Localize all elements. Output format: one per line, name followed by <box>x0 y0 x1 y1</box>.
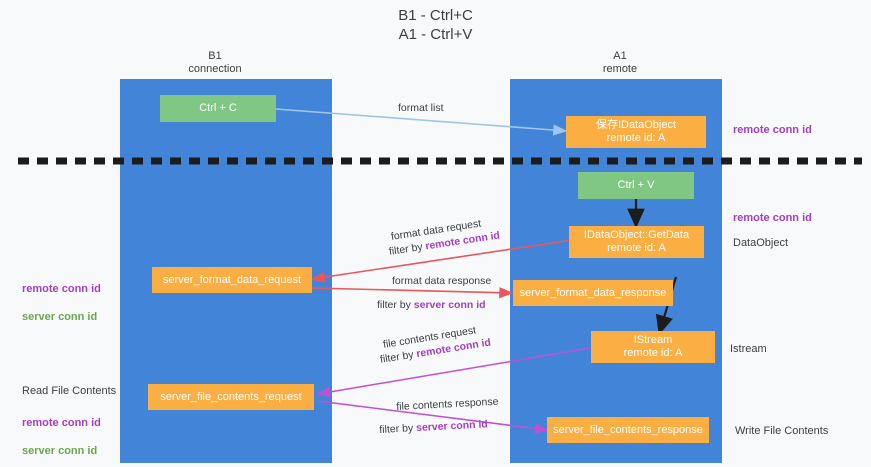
annotation-right-dataobject: DataObject <box>733 237 789 249</box>
column-header-a1: A1 remote <box>602 50 638 75</box>
node-server-file-contents-response[interactable]: server_file_contents_response <box>547 417 709 443</box>
node-ctrl-v[interactable]: Ctrl + V <box>578 172 694 199</box>
annotation-right-remote-conn-id-mid: remote conn id <box>733 212 812 224</box>
filter-prefix: filter by <box>377 299 414 311</box>
node-save-idataobject[interactable]: 保存IDataObject remote id: A <box>566 116 706 148</box>
filter-key-server-conn-id: server conn id <box>413 299 486 311</box>
annotation-server-conn-id: server conn id <box>22 445 98 457</box>
column-header-b1: B1 connection <box>188 50 242 75</box>
arrow-label-format-list: format list <box>398 102 444 114</box>
annotation-left-conn-ids-bottom: remote conn id server conn id <box>22 402 101 458</box>
filter-prefix: filter by <box>379 422 417 436</box>
arrow-label-file-contents-response: file contents response <box>396 395 499 413</box>
annotation-right-istream: Istream <box>730 343 767 355</box>
annotation-left-read-file-contents: Read File Contents <box>22 385 117 397</box>
arrow-label-format-data-response: format data response <box>392 275 492 287</box>
annotation-right-remote-conn-id-top: remote conn id <box>733 124 812 136</box>
arrow-label-file-contents-response-filter: filter by server conn id <box>379 417 488 437</box>
annotation-remote-conn-id: remote conn id <box>22 417 101 429</box>
node-server-file-contents-request[interactable]: server_file_contents_request <box>148 384 314 410</box>
annotation-right-write-file-contents: Write File Contents <box>735 425 829 437</box>
annotation-left-conn-ids-mid: remote conn id server conn id <box>22 268 101 324</box>
arrow-label-format-data-response-filter: filter by server conn id <box>377 298 486 312</box>
node-idataobject-getdata[interactable]: IDataObject::GetData remote id: A <box>569 226 704 258</box>
node-server-format-data-request[interactable]: server_format_data_request <box>152 267 312 293</box>
page-title: B1 - Ctrl+C A1 - Ctrl+V <box>398 7 473 43</box>
filter-key-server-conn-id: server conn id <box>415 418 489 435</box>
node-istream[interactable]: IStream remote id: A <box>591 331 715 363</box>
filter-prefix: filter by <box>388 240 427 258</box>
annotation-server-conn-id: server conn id <box>22 311 98 323</box>
node-ctrl-c[interactable]: Ctrl + C <box>160 95 276 122</box>
node-server-format-data-response[interactable]: server_format_data_response <box>513 280 673 306</box>
annotation-remote-conn-id: remote conn id <box>22 283 101 295</box>
